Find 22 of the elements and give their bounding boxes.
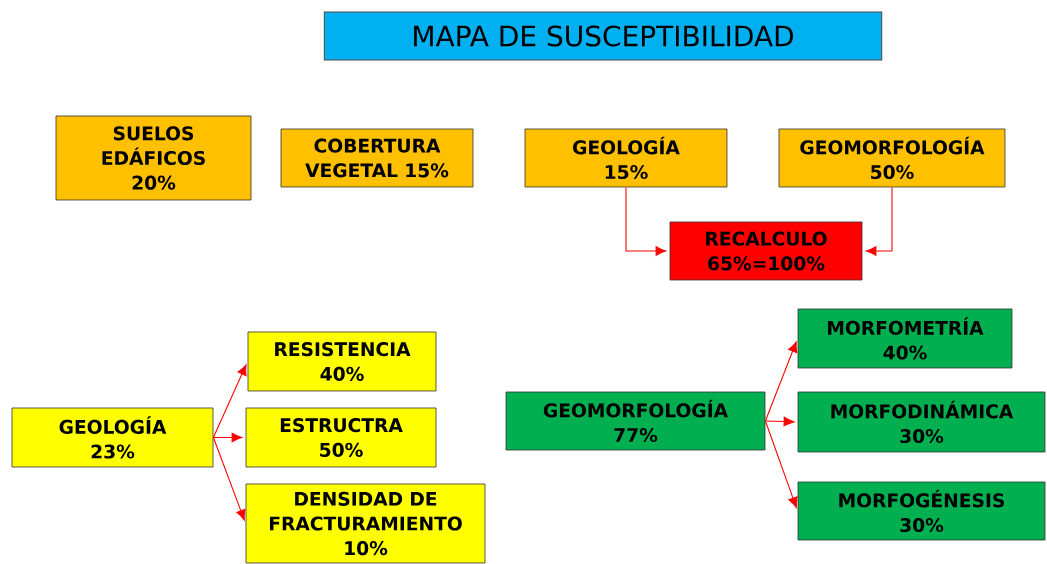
subfactor-box: MORFOMETRÍA 40% xyxy=(797,308,1013,369)
arrow xyxy=(212,432,243,443)
arrow xyxy=(625,186,667,256)
subfactor-box: DENSIDAD DE FRACTURAMIENTO 10% xyxy=(245,483,486,564)
factor-box: GEOMORFOLOGÍA 77% xyxy=(505,391,766,451)
subfactor-box: ESTRUCTRA 50% xyxy=(245,407,437,468)
arrow xyxy=(212,364,247,439)
subfactor-box: MORFOGÉNESIS 30% xyxy=(797,481,1046,541)
factor-box: GEOMORFOLOGÍA 50% xyxy=(778,128,1006,188)
arrow xyxy=(865,186,893,256)
subfactor-box: RESISTENCIA 40% xyxy=(247,331,437,392)
arrow xyxy=(212,436,246,521)
arrow xyxy=(764,416,795,427)
factor-box: GEOLOGÍA 23% xyxy=(11,407,214,468)
subfactor-box: MORFODINÁMICA 30% xyxy=(797,391,1046,453)
factor-box: GEOLOGÍA 15% xyxy=(524,128,728,188)
factor-box: COBERTURA VEGETAL 15% xyxy=(280,128,474,188)
factor-box: SUELOS EDÁFICOS 20% xyxy=(55,115,252,201)
arrow xyxy=(764,420,798,508)
arrow xyxy=(764,341,798,422)
title-box: MAPA DE SUSCEPTIBILIDAD xyxy=(323,11,883,61)
result-box: RECALCULO 65%=100% xyxy=(669,221,863,281)
